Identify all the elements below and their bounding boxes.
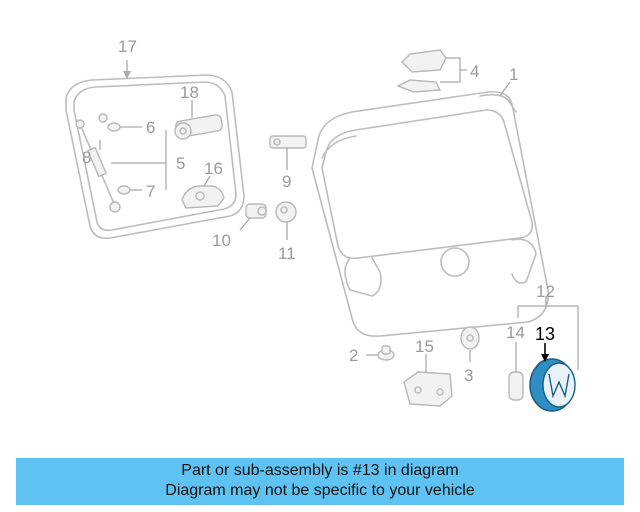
part-7-ball-stud: [117, 185, 131, 195]
callout-17: 17: [118, 37, 137, 56]
part-3-emblem-disc: [460, 326, 480, 350]
part-17-trim-panel: [65, 74, 245, 240]
callout-4: 4: [470, 62, 479, 81]
part-14-cover: [508, 371, 524, 401]
callout-8: 8: [82, 148, 91, 167]
leader-16: [203, 175, 211, 187]
callout-6: 6: [146, 118, 155, 137]
info-banner: Part or sub-assembly is #13 in diagram D…: [16, 458, 624, 505]
callout-2: 2: [349, 346, 358, 365]
callout-7: 7: [146, 182, 155, 201]
callout-16: 16: [204, 159, 223, 178]
part-13-emblem-handle: [529, 358, 576, 412]
part-9-bracket: [269, 135, 307, 149]
part-11-bump-stop: [275, 201, 297, 223]
part-8-gas-strut: [75, 113, 121, 213]
leader-10: [239, 217, 251, 231]
part-18-lock-cylinder: [174, 114, 223, 140]
part-10-clip: [245, 203, 267, 219]
callout-11: 11: [278, 244, 296, 263]
part-6-ball-stud: [107, 122, 121, 132]
callout-14: 14: [506, 323, 525, 342]
leader-4: [440, 57, 467, 83]
banner-line-1: Part or sub-assembly is #13 in diagram: [181, 462, 459, 479]
callout-12: 12: [536, 282, 555, 301]
callout-13: 13: [535, 324, 555, 344]
callout-18: 18: [180, 83, 199, 102]
callout-3: 3: [464, 366, 473, 385]
part-16-latch: [181, 185, 225, 209]
banner-line-2: Diagram may not be specific to your vehi…: [165, 482, 475, 499]
part-15-latch-housing: [403, 371, 453, 407]
leader-12: [517, 296, 579, 370]
part-1-liftgate: [311, 90, 549, 337]
callout-5: 5: [176, 154, 185, 173]
callout-9: 9: [282, 172, 291, 191]
part-2-grommet: [377, 345, 395, 361]
part-4-hinge: [396, 49, 447, 93]
leader-1: [499, 81, 511, 97]
leader-5: [111, 130, 167, 190]
callout-10: 10: [212, 231, 231, 250]
callout-15: 15: [415, 337, 434, 356]
callout-1: 1: [509, 65, 518, 84]
